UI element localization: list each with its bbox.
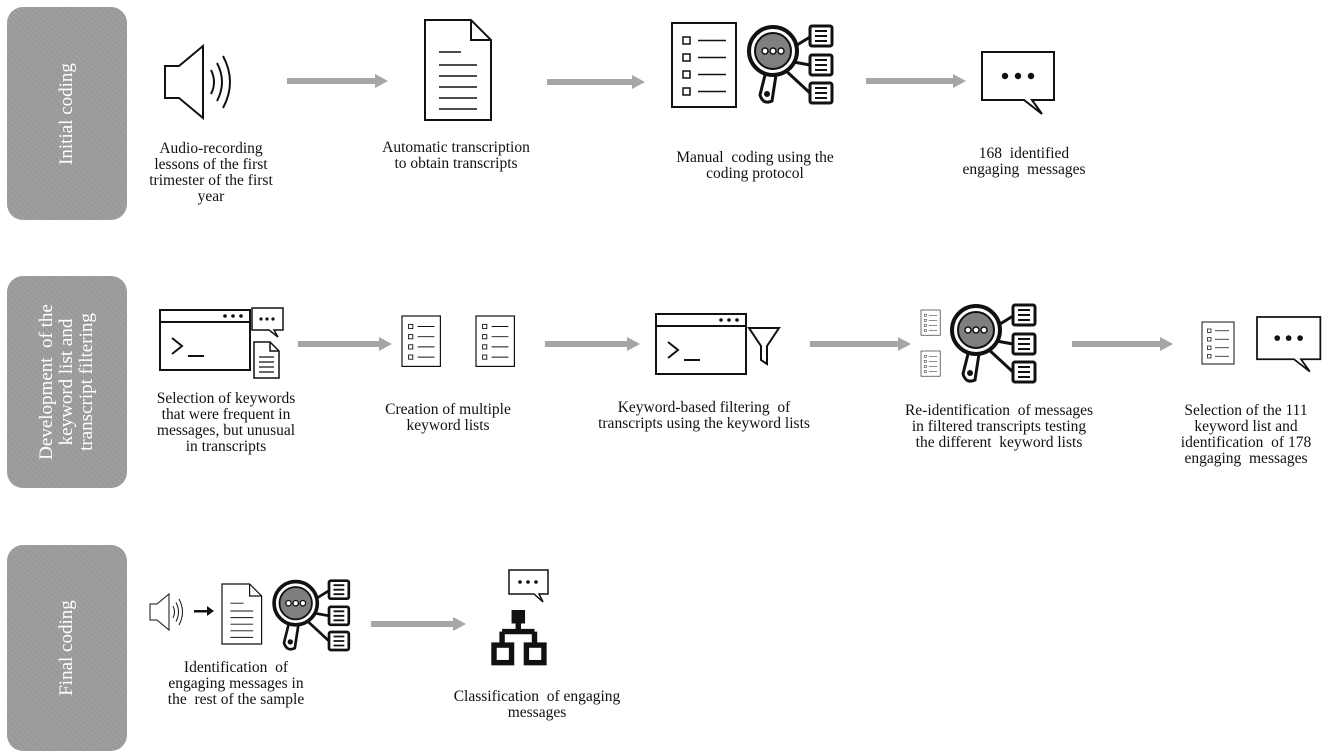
caption-final-selection: Selection of the 111 keyword list and id… [1180,402,1312,467]
magnifier-network-icon [272,578,351,652]
checklist-icon [671,22,737,108]
caption-automatic-transcription: Automatic transcription to obtain transc… [382,139,530,172]
funnel-icon [748,327,780,365]
document-icon [424,19,492,121]
checklist-icon [920,309,941,336]
arrow-icon [545,337,640,351]
arrow-icon [1072,337,1173,351]
arrow-icon [194,606,214,616]
arrow-icon [298,337,392,351]
document-icon [253,341,280,379]
arrow-icon [287,74,388,88]
caption-keyword-selection: Selection of keywords that were frequent… [156,390,296,455]
magnifier-network-icon [747,24,834,105]
caption-classification: Classification of engaging messages [453,688,621,721]
chat-bubble-icon [981,51,1055,115]
chat-bubble-icon [508,569,549,603]
caption-reidentification: Re-identification of messages in filtere… [904,402,1094,451]
caption-audio-recording: Audio-recording lessons of the first tri… [149,140,273,205]
terminal-window-icon [655,313,747,375]
checklist-icon [1201,321,1235,365]
terminal-window-icon [159,309,251,371]
stage-final-coding: Final coding [7,545,127,751]
document-icon [221,583,263,645]
arrow-icon [371,617,466,631]
chat-bubble-icon [251,307,284,338]
stage-development: Development of the keyword list and tran… [7,276,127,488]
stage-initial-coding: Initial coding [7,7,127,220]
caption-keyword-lists-creation: Creation of multiple keyword lists [385,401,511,434]
caption-keyword-filtering: Keyword-based filtering of transcripts u… [598,399,810,432]
caption-identified-messages: 168 identified engaging messages [962,145,1086,178]
caption-manual-coding: Manual coding using the coding protocol [676,149,834,182]
arrow-icon [866,74,966,88]
chat-bubble-icon [1256,316,1322,373]
magnifier-network-icon [950,303,1037,384]
speaker-icon [149,593,183,631]
speaker-icon [164,45,231,119]
checklist-icon [401,315,441,367]
checklist-icon [475,315,516,367]
hierarchy-icon [494,610,544,663]
arrow-icon [810,337,911,351]
checklist-icon [920,350,941,377]
arrow-icon [547,75,645,89]
caption-identification-rest: Identification of engaging messages in t… [167,659,305,708]
